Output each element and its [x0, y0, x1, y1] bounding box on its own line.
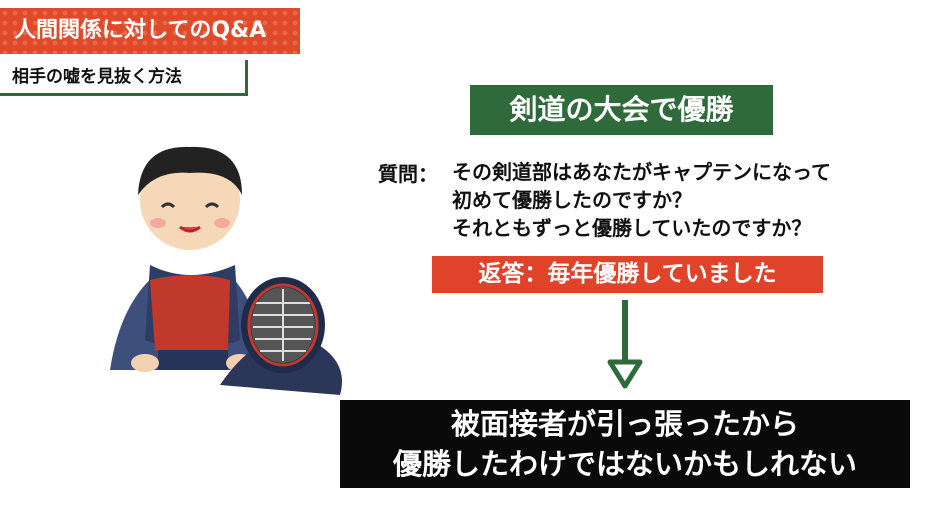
question-text: その剣道部はあなたがキャプテンになって 初めて優勝したのですか？ それともずっと… [452, 158, 831, 242]
conclusion-box: 被面接者が引っ張ったから 優勝したわけではないかもしれない [340, 400, 910, 488]
kendo-player-illustration [110, 146, 342, 395]
answer-box: 返答：毎年優勝していました [432, 256, 823, 293]
question-line: それともずっと優勝していたのですか？ [452, 216, 812, 240]
conclusion-line: 被面接者が引っ張ったから [450, 407, 799, 441]
topic-heading: 剣道の大会で優勝 [470, 85, 773, 135]
subtitle: 相手の嘘を見抜く方法 [0, 60, 248, 96]
conclusion-line: 優勝したわけではないかもしれない [392, 447, 857, 481]
question-line: 初めて優勝したのですか？ [452, 188, 692, 212]
kendo-player-figure [110, 146, 265, 372]
question-line: その剣道部はあなたがキャプテンになって [452, 160, 831, 184]
title-banner: 人間関係に対してのQ&A [0, 8, 300, 54]
down-arrow-icon [607, 300, 643, 389]
kendo-mask-illustration [220, 277, 342, 395]
question-label: 質問： [378, 162, 438, 186]
